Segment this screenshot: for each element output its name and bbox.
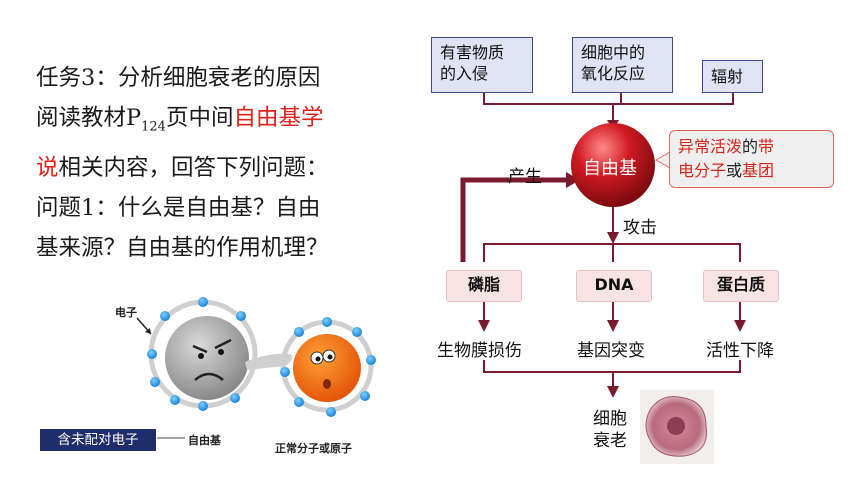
target-protein: 蛋白质 [703, 270, 779, 302]
source-radiation: 辐射 [702, 60, 763, 93]
task-line-5: 基来源？自由基的作用机理？ [36, 234, 329, 261]
sources-bracket [483, 92, 734, 105]
frown-icon [194, 372, 224, 381]
normal-molecule-label: 正常分子或原子 [275, 442, 352, 455]
task-line-2-mid: 页中间 [165, 105, 234, 131]
source-harmful-substances: 有害物质 的入侵 [431, 37, 533, 93]
free-radical-illustration [136, 297, 376, 439]
effect-activity-decline: 活性下降 [706, 341, 774, 361]
task-line-3-rest: 相关内容，回答下列问题： [58, 154, 329, 181]
task-line-2-prefix: 阅读教材P [36, 105, 142, 131]
produce-label: 产生 [508, 167, 542, 187]
normal-molecule-ball [293, 334, 361, 402]
task-text: 任务3：分析细胞衰老的原因 阅读教材P124页中间自由基学 说相关内容，回答下列… [36, 58, 381, 268]
callout-dai: 带 [758, 137, 775, 156]
effect-membrane-damage: 生物膜损伤 [437, 341, 522, 361]
source-oxid-line1: 细胞中的 [581, 43, 646, 62]
target-dna: DNA [576, 270, 652, 302]
produce-arrow [460, 177, 566, 262]
callout-de: 的 [742, 137, 759, 156]
electron-dots [147, 297, 376, 417]
surprised-mouth-icon [323, 379, 331, 389]
task-line-2: 阅读教材P124页中间自由基学 [36, 98, 381, 148]
unpaired-electron-legend: 含未配对电子 [40, 429, 156, 451]
attack-label: 攻击 [623, 218, 657, 238]
callout-group: 基团 [742, 161, 775, 180]
task-line-3: 说相关内容，回答下列问题： [36, 148, 381, 188]
callout-charged-molecule: 电分子 [678, 161, 727, 180]
angry-brow-icon [192, 338, 232, 354]
source-oxidation: 细胞中的 氧化反应 [572, 37, 673, 93]
result-aging: 衰老 [593, 431, 627, 451]
source-harmful-line1: 有害物质 [440, 43, 505, 62]
radical-definition-callout: 异常活泼的带 电分子或基团 [669, 130, 834, 188]
radical-eye-left [198, 353, 204, 359]
radical-ball [165, 316, 249, 400]
effect-gene-mutation: 基因突变 [577, 341, 645, 361]
task-line-4: 问题1：什么是自由基？自由 [36, 194, 321, 221]
callout-or: 或 [726, 161, 743, 180]
task-highlight-1: 自由基学 [233, 105, 324, 131]
task-page-number: 124 [141, 119, 166, 135]
grab-arm-icon [245, 353, 293, 370]
task-line-1: 任务3：分析细胞衰老的原因 [36, 65, 321, 91]
source-harmful-line2: 的入侵 [440, 64, 489, 83]
electron-pointer-head [145, 328, 151, 334]
radical-sphere [571, 123, 655, 207]
callout-highly-reactive: 异常活泼 [678, 137, 743, 156]
result-cell: 细胞 [593, 409, 627, 429]
effects-bracket [483, 360, 741, 373]
callout-tail [654, 151, 671, 169]
task-highlight-2: 说 [36, 154, 59, 181]
target-phospholipid: 磷脂 [446, 270, 522, 302]
electron-label: 电子 [115, 306, 137, 319]
source-oxid-line2: 氧化反应 [581, 64, 646, 83]
radical-eye-right [218, 349, 224, 355]
radical-center-label: 自由基 [583, 158, 637, 179]
radical-label: 自由基 [188, 434, 221, 447]
